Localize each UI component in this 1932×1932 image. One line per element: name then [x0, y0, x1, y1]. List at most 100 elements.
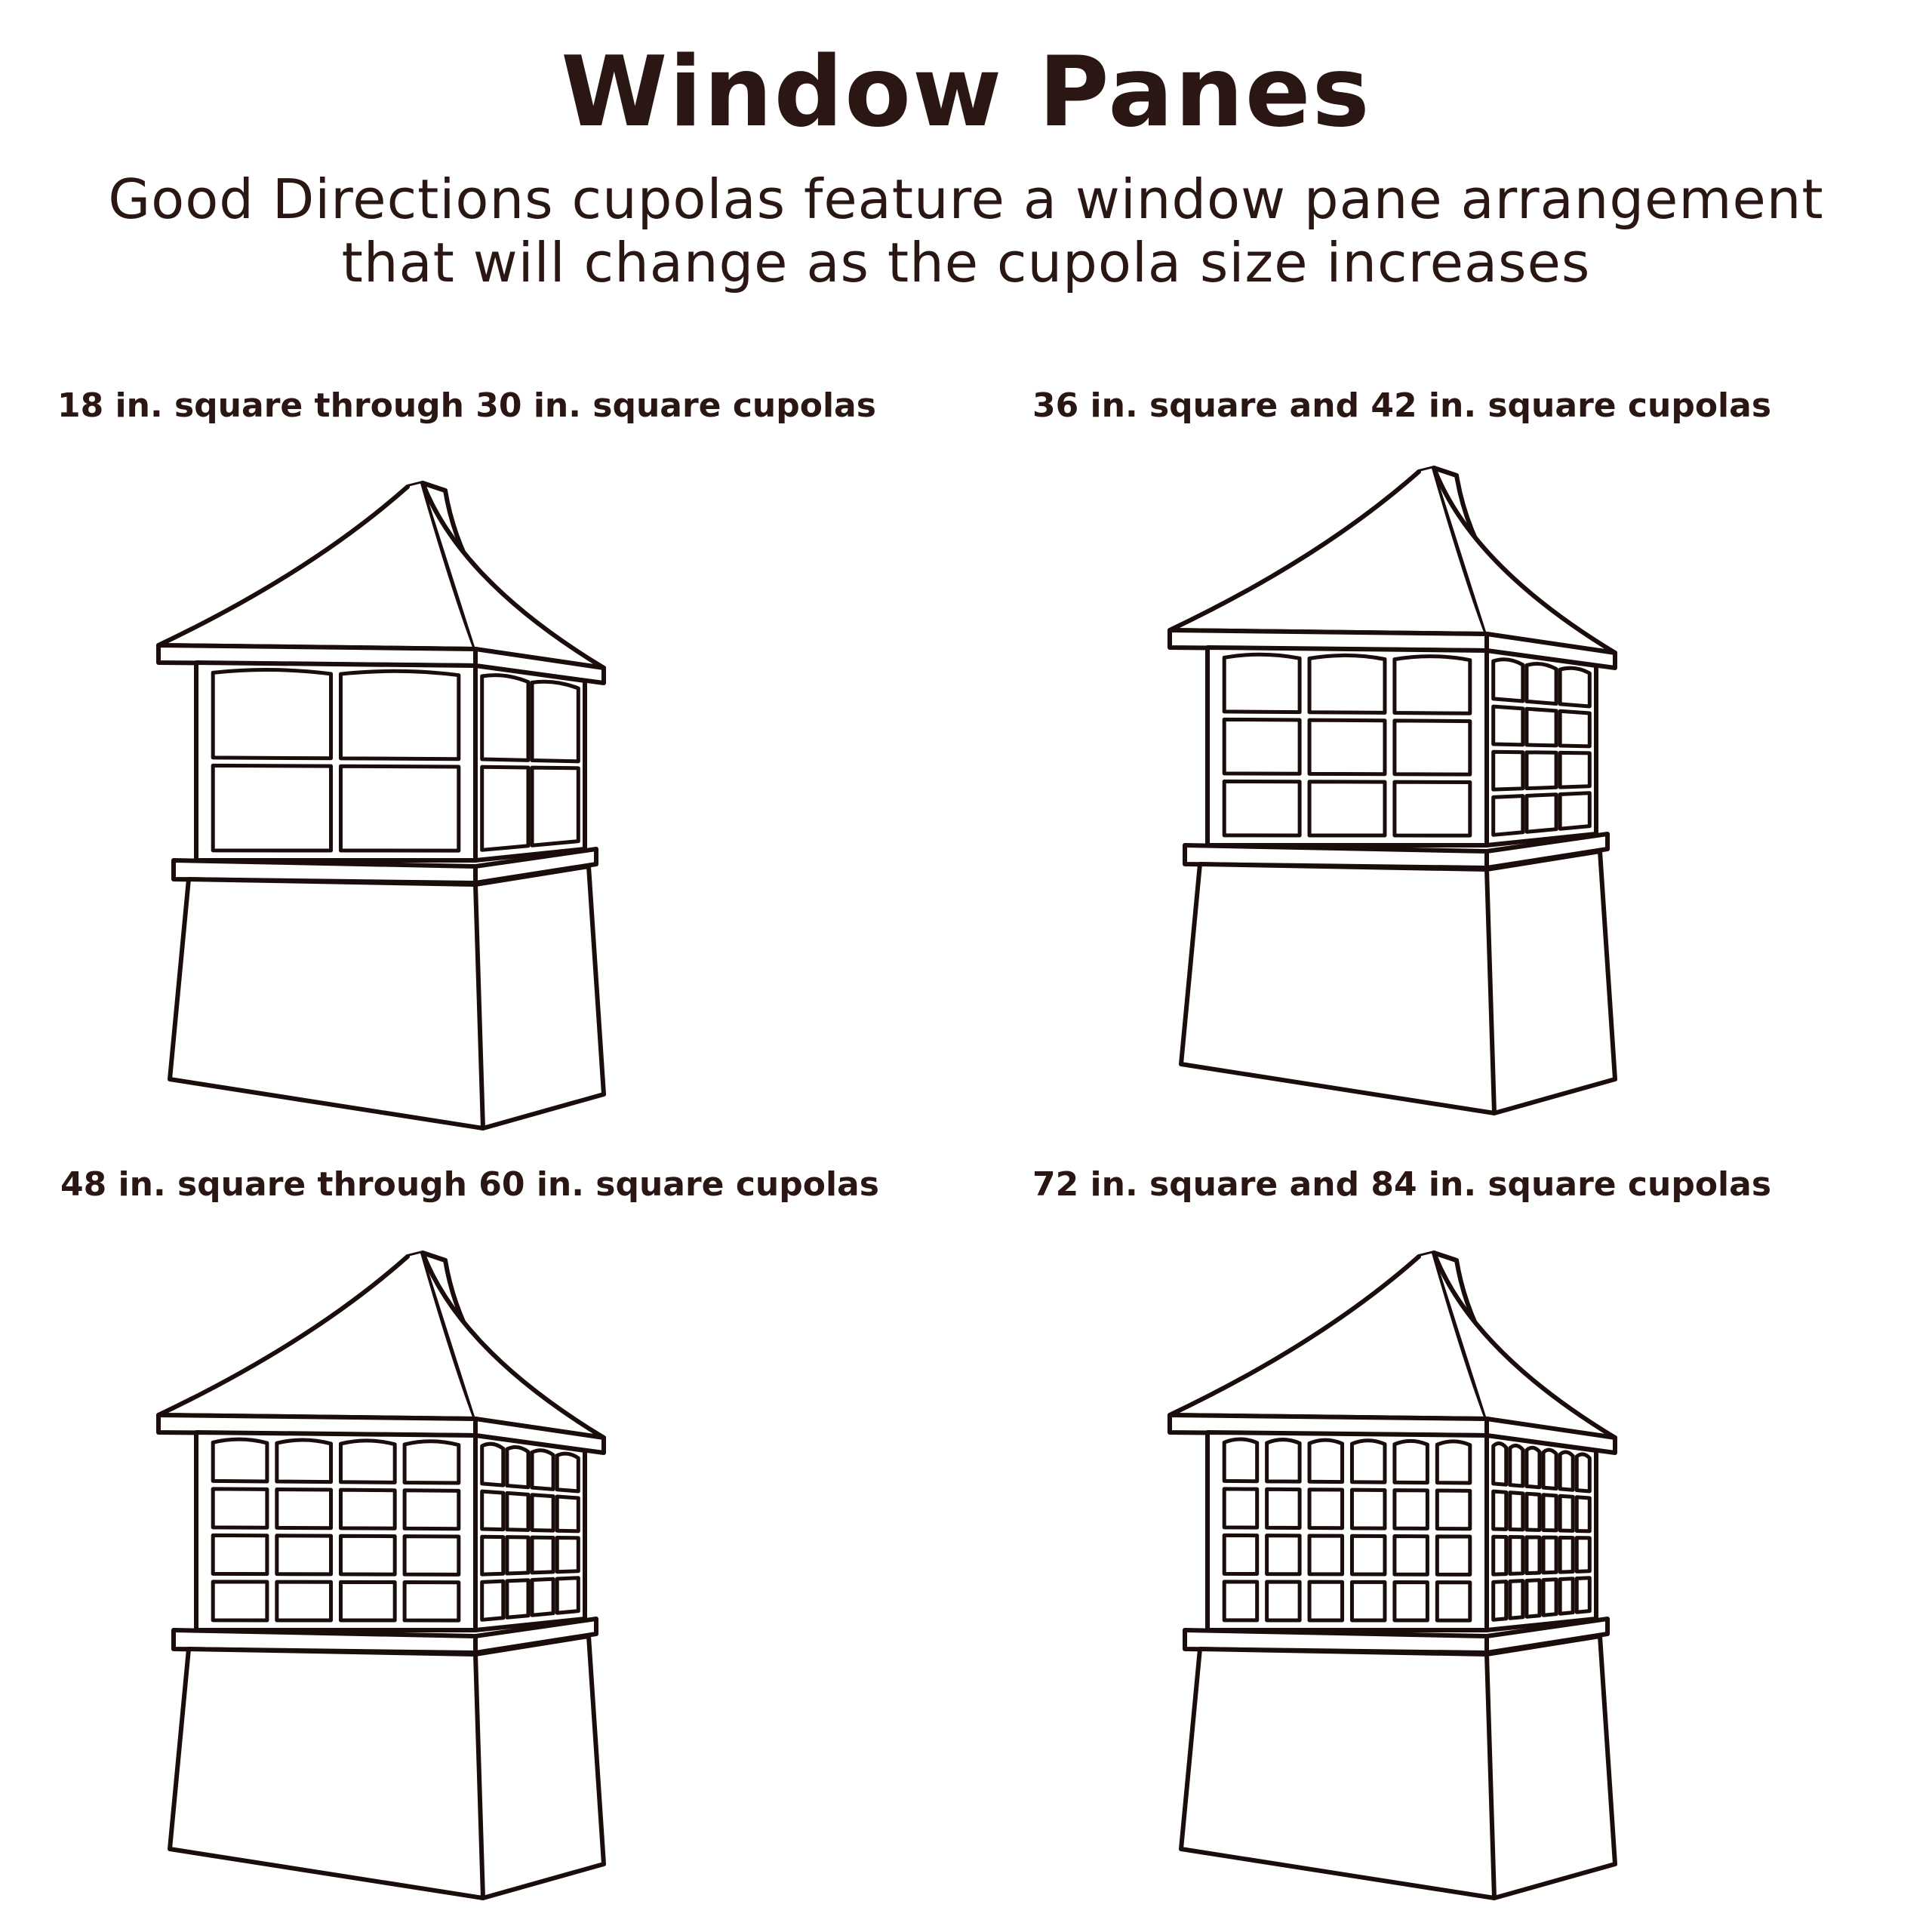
- front-window-pane: [1265, 1534, 1302, 1577]
- front-window-pane: [211, 1580, 269, 1623]
- roof-side: [1432, 1251, 1617, 1440]
- front-window-pane: [1435, 1488, 1472, 1531]
- cupola-base: [168, 864, 606, 1131]
- front-window-pane: [338, 1487, 397, 1531]
- caption-small-cupola: 18 in. square through 30 in. square cupo…: [57, 386, 876, 425]
- front-window-pane: [1349, 1534, 1387, 1577]
- roof-side: [420, 1251, 606, 1440]
- side-window-pane: [530, 765, 580, 848]
- front-window-pane: [1222, 779, 1302, 838]
- cupola-drawing-small: [156, 481, 606, 1131]
- front-window-pane: [1435, 1439, 1472, 1485]
- front-window-pane: [211, 1487, 269, 1530]
- side-window-pane: [555, 1576, 580, 1615]
- side-window-pane: [1574, 1452, 1592, 1494]
- front-window-pane: [1222, 1533, 1260, 1577]
- side-window-pane: [530, 1577, 555, 1617]
- front-window-pane: [338, 669, 461, 761]
- front-window-pane: [1307, 1580, 1345, 1623]
- front-window-pane: [275, 1438, 334, 1484]
- side-window-pane: [1574, 1536, 1592, 1574]
- side-window-pane: [1558, 709, 1592, 749]
- side-window-pane: [505, 1578, 531, 1620]
- side-window-pane: [530, 1448, 555, 1491]
- cupola-drawing-large: [156, 1251, 606, 1900]
- front-window-pane: [1392, 1488, 1429, 1531]
- side-window-pane: [505, 1444, 531, 1490]
- front-window-pane: [402, 1534, 461, 1577]
- cupola-base-corner: [473, 882, 485, 1131]
- side-window-pane: [555, 1451, 580, 1494]
- caption-large-cupola: 48 in. square through 60 in. square cupo…: [60, 1165, 879, 1204]
- front-window-pane: [1435, 1580, 1472, 1623]
- page-title: Window Panes: [561, 36, 1371, 149]
- front-window-pane: [1349, 1580, 1387, 1623]
- roof-side: [1432, 466, 1617, 655]
- cupola-drawing-xlarge: [1168, 1251, 1617, 1900]
- front-window-pane: [275, 1534, 334, 1577]
- side-window-pane: [1491, 657, 1525, 703]
- side-window-pane: [1541, 1447, 1558, 1491]
- side-window-pane: [1491, 704, 1525, 747]
- caption-xlarge-cupola: 72 in. square and 84 in. square cupolas: [1032, 1165, 1772, 1204]
- subtitle-line-2: that will change as the cupola size incr…: [341, 231, 1591, 294]
- front-window-pane: [1392, 1534, 1429, 1577]
- side-window-pane: [1524, 1578, 1542, 1619]
- cupola-base-corner: [1484, 867, 1497, 1115]
- side-window-pane: [505, 1535, 531, 1576]
- side-window-pane: [1524, 792, 1558, 834]
- cupola-base-corner: [1484, 1652, 1497, 1900]
- side-window-pane: [1541, 1577, 1558, 1617]
- side-window-pane: [1508, 1491, 1525, 1532]
- side-window-pane: [530, 679, 580, 764]
- front-window-pane: [275, 1580, 334, 1623]
- front-window-pane: [1222, 1580, 1260, 1623]
- front-window-pane: [1307, 653, 1387, 715]
- front-window-pane: [1222, 652, 1302, 715]
- roof-front: [156, 481, 478, 651]
- cupola-drawing-medium: [1168, 466, 1617, 1115]
- side-window-pane: [480, 1579, 506, 1622]
- side-window-pane: [1508, 1444, 1525, 1488]
- front-window-pane: [1392, 654, 1472, 715]
- side-window-pane: [480, 1489, 506, 1532]
- front-window-pane: [1392, 718, 1472, 777]
- side-window-pane: [1508, 1579, 1525, 1620]
- side-window-pane: [1558, 1577, 1575, 1616]
- front-window-pane: [402, 1439, 461, 1485]
- side-window-pane: [1558, 1450, 1575, 1492]
- side-window-pane: [1574, 1495, 1592, 1534]
- side-window-pane: [1491, 1441, 1509, 1487]
- side-window-pane: [1524, 1535, 1542, 1576]
- side-window-pane: [1508, 1535, 1525, 1576]
- front-window-pane: [1265, 1580, 1302, 1623]
- side-window-pane: [1524, 661, 1558, 706]
- front-window-pane: [1222, 717, 1302, 776]
- side-window-pane: [1491, 794, 1525, 837]
- cupola-base: [168, 1634, 606, 1900]
- front-window-pane: [1307, 1534, 1345, 1577]
- front-window-pane: [1307, 1487, 1345, 1531]
- caption-medium-cupola: 36 in. square and 42 in. square cupolas: [1032, 386, 1772, 425]
- front-window-pane: [1307, 1438, 1345, 1484]
- front-window-pane: [1349, 1438, 1387, 1484]
- cupola-base: [1179, 849, 1617, 1115]
- roof-front: [1168, 1251, 1489, 1421]
- front-window-pane: [338, 764, 461, 853]
- side-window-pane: [1541, 1535, 1558, 1575]
- side-window-pane: [1558, 666, 1592, 709]
- side-window-pane: [1491, 1580, 1509, 1622]
- side-window-pane: [1524, 1445, 1542, 1490]
- front-window-pane: [1349, 1487, 1387, 1531]
- front-window-pane: [402, 1580, 461, 1623]
- front-window-pane: [402, 1488, 461, 1531]
- side-window-pane: [505, 1491, 531, 1532]
- front-window-pane: [1392, 1438, 1429, 1485]
- side-window-pane: [1558, 791, 1592, 831]
- side-window-pane: [555, 1494, 580, 1534]
- subtitle-line-1: Good Directions cupolas feature a window…: [108, 168, 1824, 231]
- front-window-pane: [211, 1533, 269, 1577]
- side-window-pane: [530, 1535, 555, 1575]
- side-window-pane: [480, 1534, 506, 1577]
- side-window-pane: [480, 1441, 506, 1487]
